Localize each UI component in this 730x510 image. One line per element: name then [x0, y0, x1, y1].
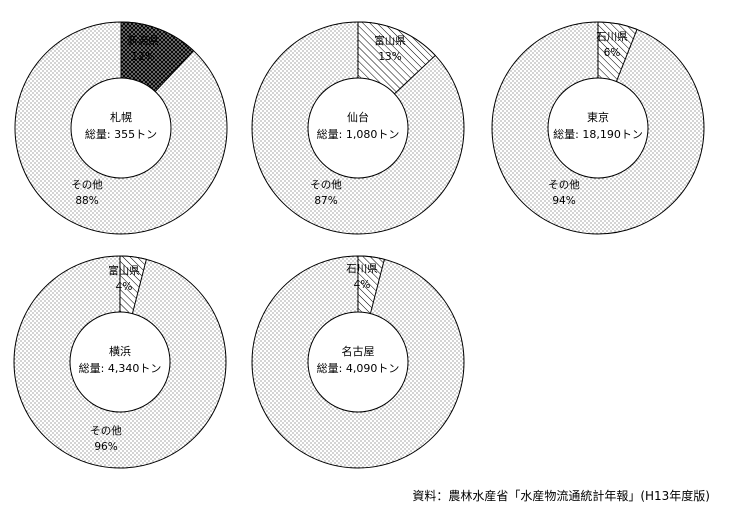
- center-city-label: 名古屋: [342, 344, 375, 358]
- center-total-label: 総量: 18,190トン: [553, 127, 643, 141]
- center-city-label: 東京: [587, 110, 609, 124]
- slice-name-label: 富山県: [108, 264, 140, 277]
- center-city-label: 札幌: [110, 110, 132, 124]
- center-city-label: 横浜: [109, 344, 131, 358]
- donut-hole: [70, 77, 172, 179]
- center-total-label: 総量: 355トン: [85, 127, 157, 141]
- slice-percent-label: 13%: [378, 51, 401, 63]
- source-note: 資料：農林水産省「水産物流通統計年報」(H13年度版): [412, 489, 710, 503]
- donut-hole: [547, 77, 649, 179]
- donut-hole: [307, 77, 409, 179]
- slice-name-label: 石川県: [596, 31, 628, 43]
- slice-percent-label: 88%: [75, 195, 98, 207]
- slice-name-label: その他: [310, 178, 342, 191]
- donut-hole: [69, 311, 171, 413]
- slice-percent-label: 94%: [552, 195, 575, 207]
- center-total-label: 総量: 1,080トン: [317, 127, 400, 141]
- slice-percent-label: 12%: [131, 51, 154, 63]
- slice-percent-label: 4%: [354, 279, 371, 291]
- slice-name-label: 新潟県: [127, 34, 159, 47]
- slice-percent-label: 87%: [314, 195, 337, 207]
- slice-name-label: その他: [90, 424, 122, 437]
- slice-percent-label: 96%: [94, 441, 117, 453]
- center-city-label: 仙台: [347, 110, 369, 124]
- center-total-label: 総量: 4,090トン: [317, 361, 400, 375]
- slice-name-label: 富山県: [374, 34, 406, 47]
- slice-name-label: 石川県: [346, 263, 378, 275]
- center-total-label: 総量: 4,340トン: [79, 361, 162, 375]
- slice-percent-label: 4%: [116, 281, 133, 293]
- slice-name-label: その他: [71, 178, 103, 191]
- donut-hole: [307, 311, 409, 413]
- slice-name-label: その他: [548, 178, 580, 191]
- slice-percent-label: 6%: [604, 47, 621, 59]
